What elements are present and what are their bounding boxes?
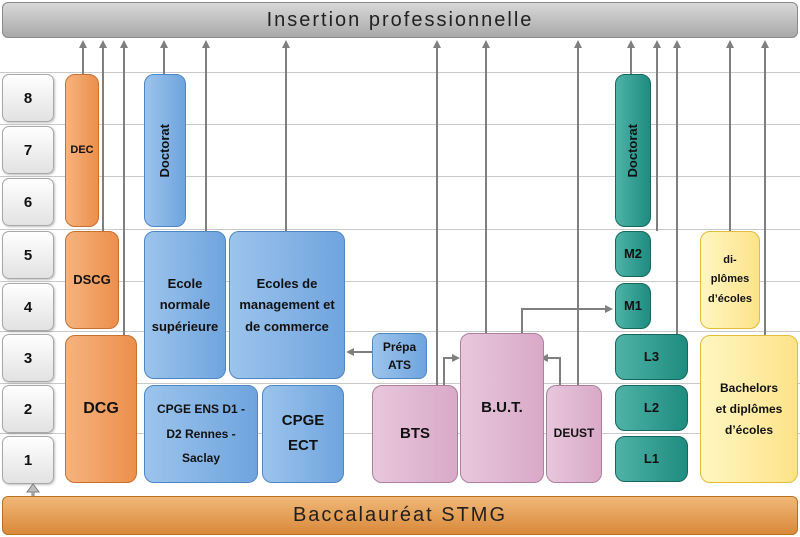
l2-label: L2 xyxy=(643,400,660,416)
dscg-label: DSCG xyxy=(73,272,111,288)
ecole-normale-superieure-box: Ecole normale supérieure xyxy=(144,231,226,379)
ecole-normale-superieure-label: Ecole normale supérieure xyxy=(151,275,219,334)
prepa-ats-box: Prépa ATS xyxy=(372,333,427,379)
arrow-but-m1 xyxy=(521,305,613,333)
m2-label: M2 xyxy=(623,246,643,262)
dcg-box: DCG xyxy=(65,335,137,483)
bachelors-label: Bachelors et diplômes d’écoles xyxy=(715,380,783,437)
gridline xyxy=(0,281,800,282)
prepa-ats-label: Prépa ATS xyxy=(382,340,417,372)
dcg-label: DCG xyxy=(83,399,119,417)
bachelors-box: Bachelors et diplômes d’écoles xyxy=(700,335,798,483)
level-2: 2 xyxy=(2,385,54,433)
dec-box: DEC xyxy=(65,74,99,227)
m1-label: M1 xyxy=(623,298,643,314)
insertion-professionnelle-banner: Insertion professionnelle xyxy=(2,2,798,38)
cpge-ens-label: CPGE ENS D1 - D2 Rennes - Saclay xyxy=(156,402,246,466)
arrow-deust-but xyxy=(540,354,561,385)
bts-box: BTS xyxy=(372,385,458,483)
level-4: 4 xyxy=(2,283,54,331)
ecoles-management-box: Ecoles de management et de commerce xyxy=(229,231,345,379)
gridline xyxy=(0,383,800,384)
but-label: B.U.T. xyxy=(481,398,523,416)
l1-box: L1 xyxy=(615,436,688,482)
l1-label: L1 xyxy=(643,451,660,467)
level-6: 6 xyxy=(2,178,54,226)
baccalaureat-stmg-banner: Baccalauréat STMG xyxy=(2,496,798,535)
ecoles-management-label: Ecoles de management et de commerce xyxy=(239,275,335,334)
level-1: 1 xyxy=(2,436,54,484)
m1-box: M1 xyxy=(615,283,651,329)
deust-label: DEUST xyxy=(553,426,595,441)
level-3: 3 xyxy=(2,334,54,382)
dscg-box: DSCG xyxy=(65,231,119,329)
gridline xyxy=(0,331,800,332)
gridline xyxy=(0,72,800,73)
diplomes-ecoles-box: di-plômes d’écoles xyxy=(700,231,760,329)
doctorat-left-box: Doctorat xyxy=(144,74,186,227)
arrow-bts-but xyxy=(443,354,460,385)
level-8: 8 xyxy=(2,74,54,122)
l3-box: L3 xyxy=(615,334,688,380)
gridline xyxy=(0,176,800,177)
bts-label: BTS xyxy=(400,424,430,442)
level-7: 7 xyxy=(2,126,54,174)
cpge-ect-label: CPGE ECT xyxy=(281,412,325,454)
cpge-ect-box: CPGE ECT xyxy=(262,385,344,483)
gridline xyxy=(0,229,800,230)
dec-label: DEC xyxy=(70,144,94,157)
but-box: B.U.T. xyxy=(460,333,544,483)
gridline xyxy=(0,124,800,125)
m2-box: M2 xyxy=(615,231,651,277)
l3-label: L3 xyxy=(643,349,660,365)
doctorat-right-box: Doctorat xyxy=(615,74,651,227)
doctorat-right-label: Doctorat xyxy=(625,123,641,178)
doctorat-left-label: Doctorat xyxy=(157,123,173,178)
diplomes-ecoles-label: di-plômes d’écoles xyxy=(707,254,753,305)
l2-box: L2 xyxy=(615,385,688,431)
deust-box: DEUST xyxy=(546,385,602,483)
cpge-ens-box: CPGE ENS D1 - D2 Rennes - Saclay xyxy=(144,385,258,483)
level-5: 5 xyxy=(2,231,54,279)
